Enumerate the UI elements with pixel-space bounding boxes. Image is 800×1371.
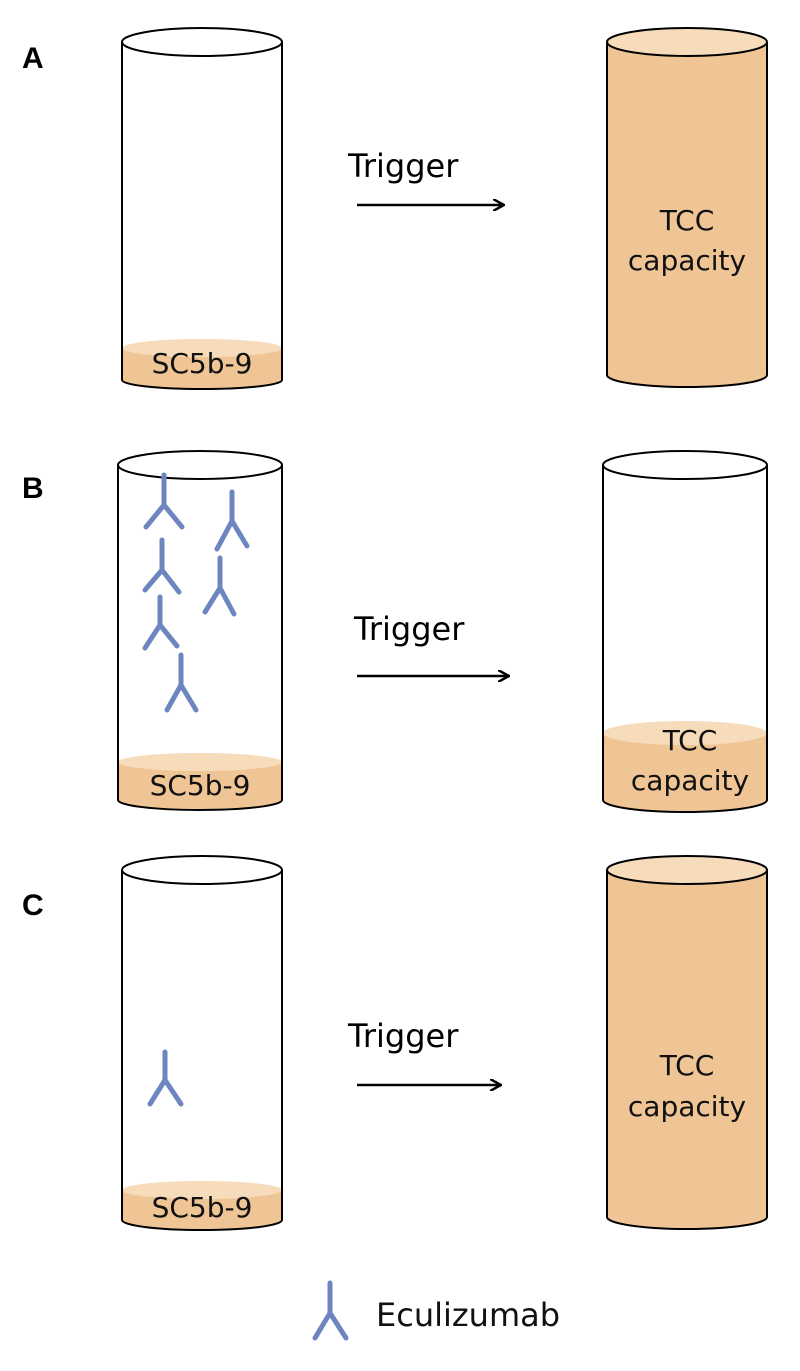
sc5b9-label-a: SC5b-9	[152, 347, 253, 380]
antibody-cluster-b	[142, 472, 250, 713]
tcc-fill-a	[607, 42, 767, 387]
antibody-icon	[142, 594, 180, 651]
sc5b9-fill-top-a	[122, 339, 282, 357]
cylinder-base	[606, 374, 768, 388]
antibody-icon	[202, 555, 237, 617]
cylinder-base	[121, 379, 283, 390]
antibody-icon	[142, 537, 182, 595]
sc5b9-fill-b	[118, 762, 282, 810]
antibody-icon	[147, 1049, 184, 1107]
panel-letter-b: B	[22, 472, 44, 505]
antibody-icon	[214, 489, 250, 552]
cylinder-base	[602, 799, 768, 813]
tcc-label-line2-c: capacity	[628, 1090, 746, 1123]
sc5b9-fill-c	[122, 1190, 282, 1230]
cylinder-rim	[606, 27, 768, 57]
left-cylinder-b: SC5b-9	[117, 450, 283, 811]
sc5b9-fill-top-b	[118, 753, 282, 771]
cylinder-rim	[602, 450, 768, 480]
cylinder-rim	[121, 855, 283, 885]
tcc-label-line1-a: TCC	[659, 204, 715, 237]
cylinder-rim	[117, 450, 283, 480]
cylinder-base	[117, 799, 283, 811]
antibody-cluster-c	[147, 1049, 184, 1107]
panel-b: B SC5b-9 Trigger	[22, 450, 768, 813]
tcc-fill-b	[603, 733, 767, 812]
antibody-icon	[143, 472, 185, 530]
tcc-label-line1-c: TCC	[659, 1049, 715, 1082]
panel-letter-a: A	[22, 42, 44, 75]
right-cylinder-b: TCC capacity	[602, 450, 768, 813]
tcc-fill-top-b	[603, 721, 767, 745]
right-cylinder-a: TCC capacity	[606, 27, 768, 388]
trigger-label-c: Trigger	[347, 1017, 459, 1055]
antibody-icon	[312, 1280, 349, 1341]
legend: Eculizumab	[312, 1280, 560, 1341]
panel-c: C SC5b-9 Trigger TCC capacity	[22, 855, 768, 1231]
sc5b9-fill-a	[122, 348, 282, 389]
tcc-label-line1-b: TCC	[662, 724, 718, 757]
legend-label: Eculizumab	[376, 1296, 560, 1334]
sc5b9-fill-top-c	[122, 1181, 282, 1199]
cylinder-base	[121, 1219, 283, 1231]
cylinder-rim	[606, 855, 768, 885]
tcc-fill-c	[607, 870, 767, 1229]
antibody-icon	[164, 652, 199, 713]
tcc-label-line2-b: capacity	[631, 764, 749, 797]
left-cylinder-c: SC5b-9	[121, 855, 283, 1231]
trigger-label-b: Trigger	[353, 610, 465, 648]
cylinder-base	[606, 1216, 768, 1230]
sc5b9-label-b: SC5b-9	[150, 769, 251, 802]
left-cylinder-a: SC5b-9	[121, 27, 283, 390]
cylinder-rim	[121, 27, 283, 57]
tcc-label-line2-a: capacity	[628, 244, 746, 277]
panel-a: A SC5b-9 Trigger TCC capacity	[22, 27, 768, 390]
trigger-label-a: Trigger	[347, 147, 459, 185]
sc5b9-label-c: SC5b-9	[152, 1191, 253, 1224]
right-cylinder-c: TCC capacity	[606, 855, 768, 1230]
panel-letter-c: C	[22, 889, 44, 922]
